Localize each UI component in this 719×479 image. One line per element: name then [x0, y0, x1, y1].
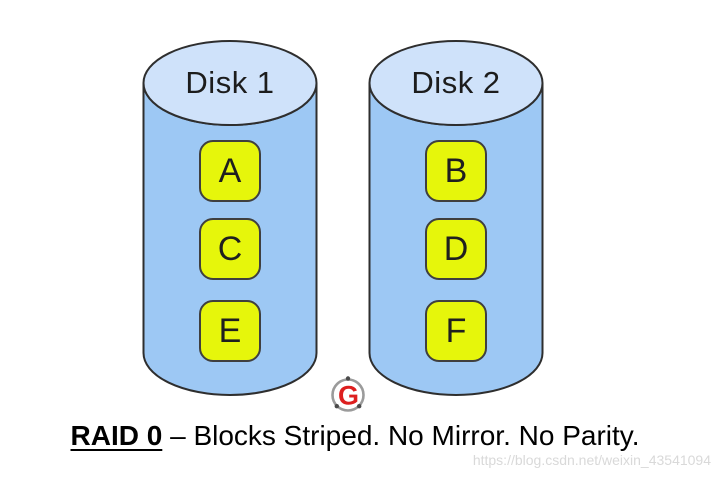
- disk-cylinder-2: Disk 2 B D F: [367, 38, 545, 400]
- caption-dash: –: [170, 420, 186, 451]
- caption-title: RAID 0: [70, 420, 163, 451]
- caption: RAID 0 – Blocks Striped. No Mirror. No P…: [0, 420, 710, 452]
- cylinder-top: [142, 40, 318, 126]
- watermark-url: https://blog.csdn.net/weixin_43541094: [472, 452, 711, 468]
- data-block-f: F: [425, 300, 487, 362]
- g-logo-icon: G: [328, 375, 368, 415]
- data-block-c: C: [199, 218, 261, 280]
- disk-label: Disk 1: [185, 65, 275, 100]
- disk-cylinder-1: Disk 1 A C E: [141, 38, 319, 400]
- g-logo-letter: G: [338, 381, 359, 411]
- data-block-d: D: [425, 218, 487, 280]
- cylinder-top: [368, 40, 544, 126]
- data-block-a: A: [199, 140, 261, 202]
- data-block-e: E: [199, 300, 261, 362]
- disk-label: Disk 2: [411, 65, 501, 100]
- data-block-b: B: [425, 140, 487, 202]
- caption-text: Blocks Striped. No Mirror. No Parity.: [193, 420, 640, 451]
